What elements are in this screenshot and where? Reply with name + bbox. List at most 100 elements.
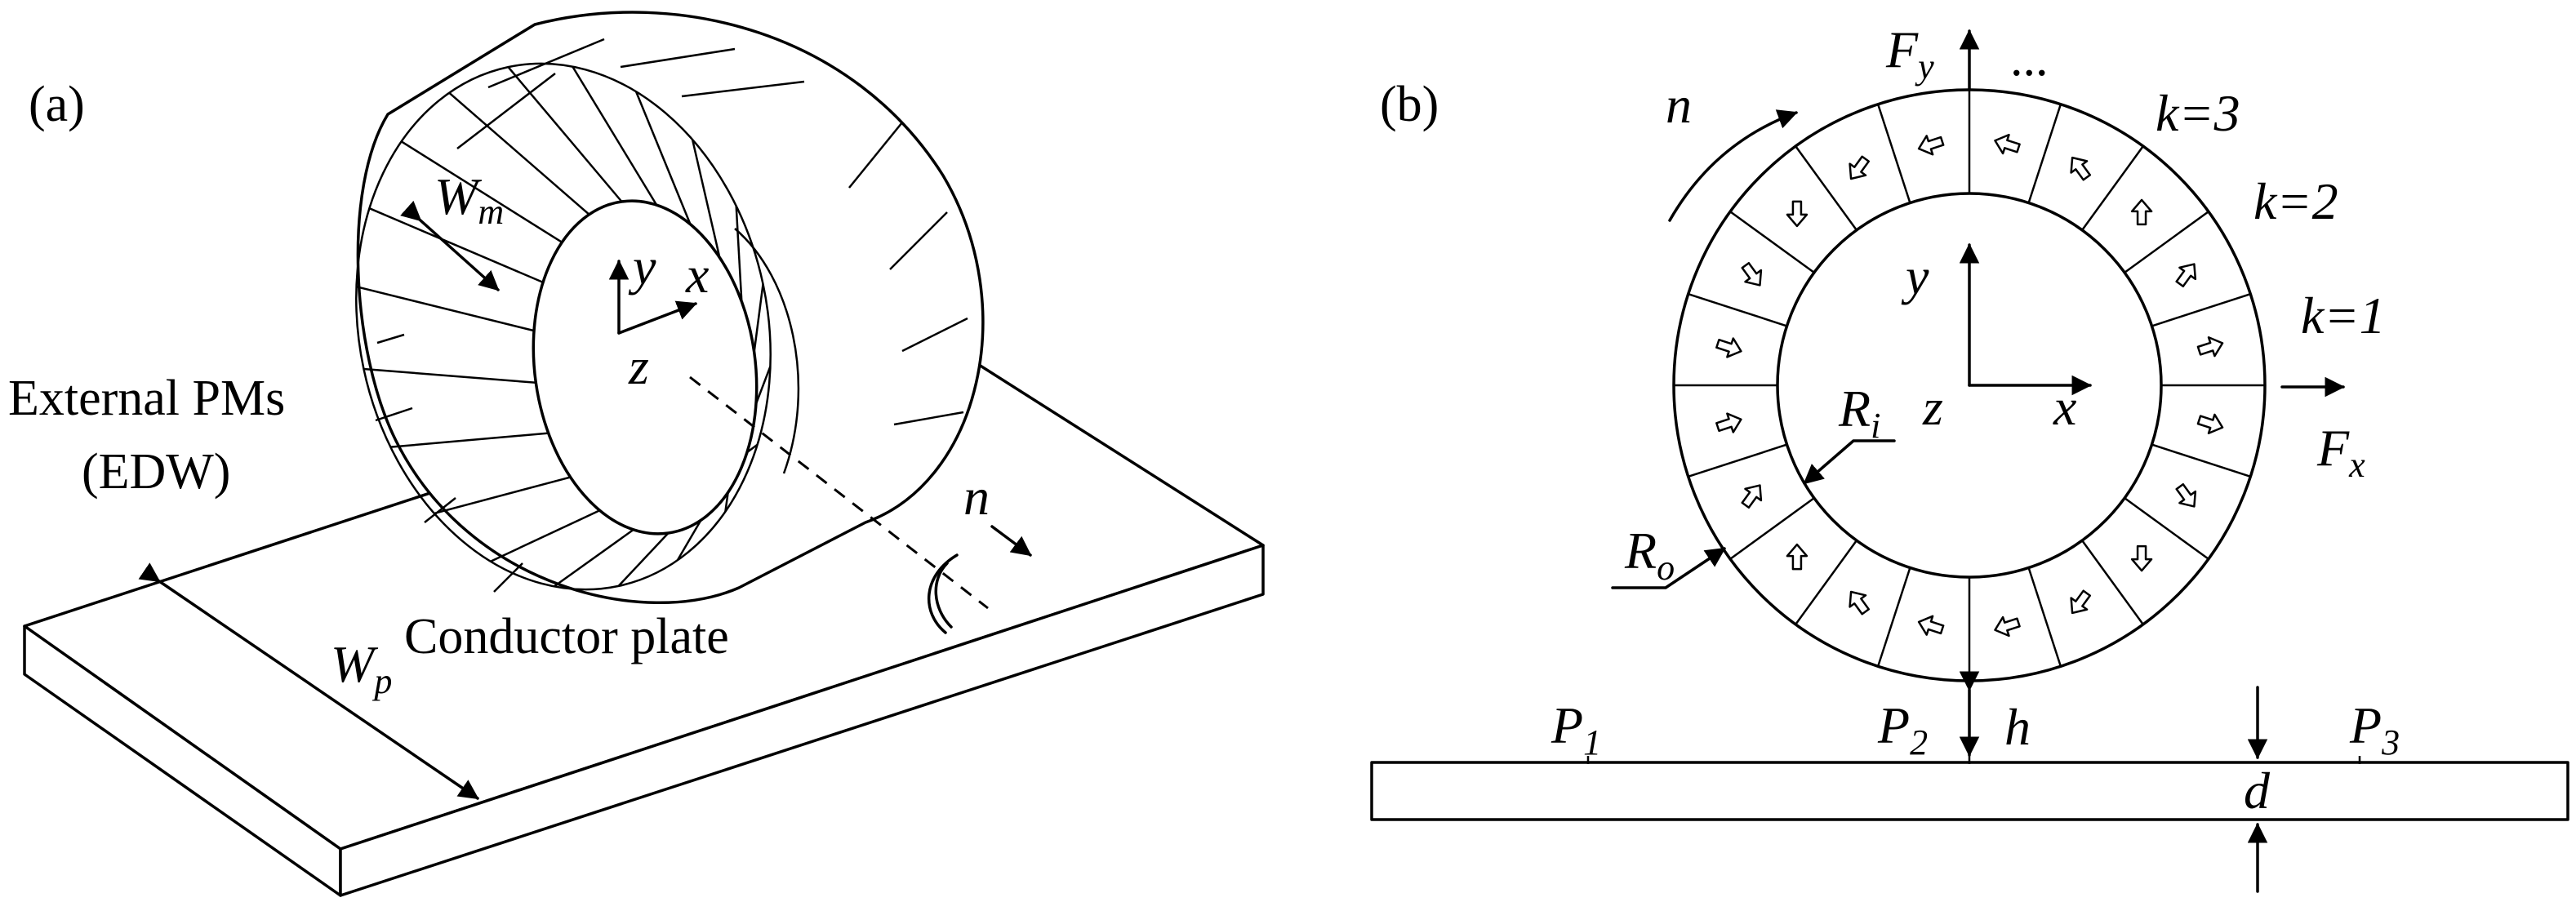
wheel-segment-line <box>753 283 764 353</box>
wm-dimension-arrow <box>400 200 500 291</box>
wheel-segment-line <box>735 206 743 302</box>
wheel-segment-line <box>507 66 623 202</box>
ring-divider <box>1795 145 1857 231</box>
rotation-speed-b: n <box>1666 76 1692 134</box>
wheel-segment-line <box>434 476 571 515</box>
magnetization-arrow <box>2070 589 2092 615</box>
p2-label: P2 <box>1877 696 1928 762</box>
axis-b-x: x <box>2053 378 2076 436</box>
ring-divider <box>2124 497 2209 560</box>
conductor-plate-label: Conductor plate <box>404 609 729 664</box>
magnetization-arrow <box>1715 337 1742 358</box>
wheel-segment-line <box>448 91 590 216</box>
ring-divider <box>1876 567 1911 667</box>
wheel-segment-line <box>617 532 670 587</box>
ro-leader <box>1611 547 1726 589</box>
ring-divider <box>2027 104 2062 203</box>
wheel-segment-line <box>400 140 563 243</box>
wm-label: Wm <box>434 167 504 232</box>
k1-label: k=1 <box>2301 287 2386 344</box>
ring-divider <box>2081 145 2144 231</box>
wheel-segment-line <box>754 366 772 405</box>
wheel-segment-line <box>676 519 702 561</box>
panel-b: (b) n Fy ... Fx k=1 k=2 k=3 y x z <box>1370 20 2569 893</box>
axis-a-z: z <box>628 337 649 395</box>
external-pms-label: External PMs <box>8 371 285 426</box>
wheel-segment-line <box>356 285 535 332</box>
magnetization-arrow <box>1741 261 1763 287</box>
wheel-segment-line <box>572 65 658 206</box>
p1-label: P1 <box>1550 696 1601 762</box>
edw-label: (EDW) <box>82 444 230 500</box>
ring-divider <box>2027 567 2062 667</box>
ring-divider <box>1688 443 1787 478</box>
p3-label: P3 <box>2349 696 2400 762</box>
wheel-segment-line <box>691 139 721 258</box>
magnetization-arrow <box>1917 135 1945 156</box>
magnetization-arrows <box>1715 133 2224 638</box>
magnetization-arrow <box>2196 336 2224 358</box>
ring-divider <box>2151 443 2251 478</box>
axes-a: y x z <box>608 238 989 610</box>
ellipsis: ... <box>2010 31 2049 87</box>
rotation-axis <box>689 376 989 610</box>
magnetization-arrow <box>1849 590 1871 615</box>
ring-divider <box>1795 540 1857 625</box>
magnetization-arrow <box>2070 156 2092 181</box>
magnetization-arrow <box>1786 200 1809 228</box>
ri-leader <box>1803 439 1896 485</box>
wheel-segment-line <box>490 509 601 562</box>
ring-divider <box>1688 292 1787 327</box>
force-y-label: Fy <box>1885 20 1934 87</box>
magnetization-arrow <box>2175 483 2197 508</box>
magnetization-arrow <box>1741 484 1763 509</box>
magnetization-arrow <box>2196 413 2224 434</box>
wheel-segment-line <box>634 91 692 225</box>
axis-b-y: y <box>1901 247 1929 305</box>
wp-label: Wp <box>331 635 392 701</box>
rotation-speed-a: n <box>963 468 990 526</box>
wheel-segment-line <box>390 432 549 448</box>
ring-divider <box>1729 211 1815 273</box>
ring-divider <box>1876 104 1911 203</box>
ring-divider <box>2151 292 2251 327</box>
ro-label: Ro <box>1624 522 1675 588</box>
ring-divider <box>2081 540 2144 625</box>
wheel-segment-line <box>746 443 759 454</box>
magnetization-arrow <box>1994 133 2021 155</box>
wheel-segment-line <box>553 528 634 588</box>
wheel-segment-line <box>363 367 536 384</box>
k2-label: k=2 <box>2253 172 2338 230</box>
axis-b-z: z <box>1922 378 1943 436</box>
magnetization-arrow <box>2130 544 2153 572</box>
magnetization-arrow <box>2175 263 2197 287</box>
magnetization-arrow <box>1786 543 1809 571</box>
magnetization-arrow <box>1994 615 2021 638</box>
plate-section <box>1370 761 2569 821</box>
magnet-wheel <box>355 11 985 605</box>
magnetization-arrow <box>1849 155 1871 180</box>
ring-segment-dividers <box>1674 90 2265 681</box>
axes-b: y x z <box>1901 242 2093 436</box>
wp-dimension-arrow <box>138 562 479 800</box>
axis-a-y: y <box>628 238 656 296</box>
ri-label: Ri <box>1838 380 1880 446</box>
axis-a-x: x <box>685 246 709 304</box>
wheel-segment-line <box>724 492 729 512</box>
panel-b-tag: (b) <box>1380 77 1439 132</box>
rotation-arrow-b <box>1668 109 1798 222</box>
force-x-label: Fx <box>2316 419 2365 485</box>
ring-divider <box>2124 211 2209 273</box>
h-label: h <box>2004 698 2031 756</box>
ring-divider <box>1729 497 1815 560</box>
panel-a-tag: (a) <box>29 77 85 132</box>
magnetization-arrow <box>1917 615 1945 636</box>
rotation-arrow-a: n <box>927 468 1032 634</box>
k3-label: k=3 <box>2156 84 2240 142</box>
panel-a: (a) <box>8 11 1265 897</box>
magnetization-arrow <box>2130 198 2153 226</box>
d-label: d <box>2244 762 2271 820</box>
magnetization-arrow <box>1715 412 1742 433</box>
wheel-segment-lines <box>356 65 772 588</box>
